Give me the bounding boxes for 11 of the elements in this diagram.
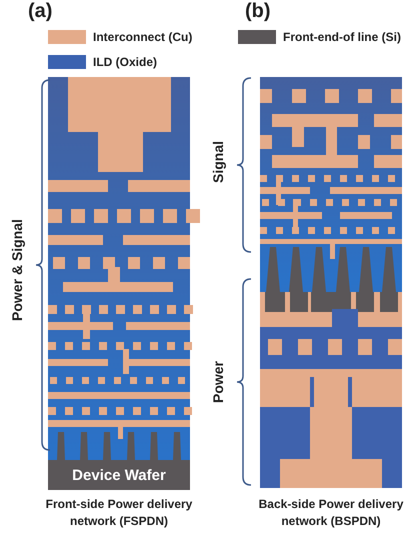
device-wafer-bar: Device Wafer [48,460,190,490]
legend-text: Interconnect (Cu) [93,30,192,44]
panel-label: (a) [28,0,52,23]
panel-caption: Back-side Power delivery network (BSPDN) [258,496,404,530]
panel-label: (b) [245,0,271,23]
legend-text: ILD (Oxide) [93,55,158,69]
panel-caption: Front-side Power delivery network (FSPDN) [44,496,194,530]
section-label: Power & Signal [9,219,25,321]
section-label: Signal [210,141,226,183]
section-label: Power [210,361,226,403]
legend-text: Front-end-of line (Si) [283,30,401,44]
